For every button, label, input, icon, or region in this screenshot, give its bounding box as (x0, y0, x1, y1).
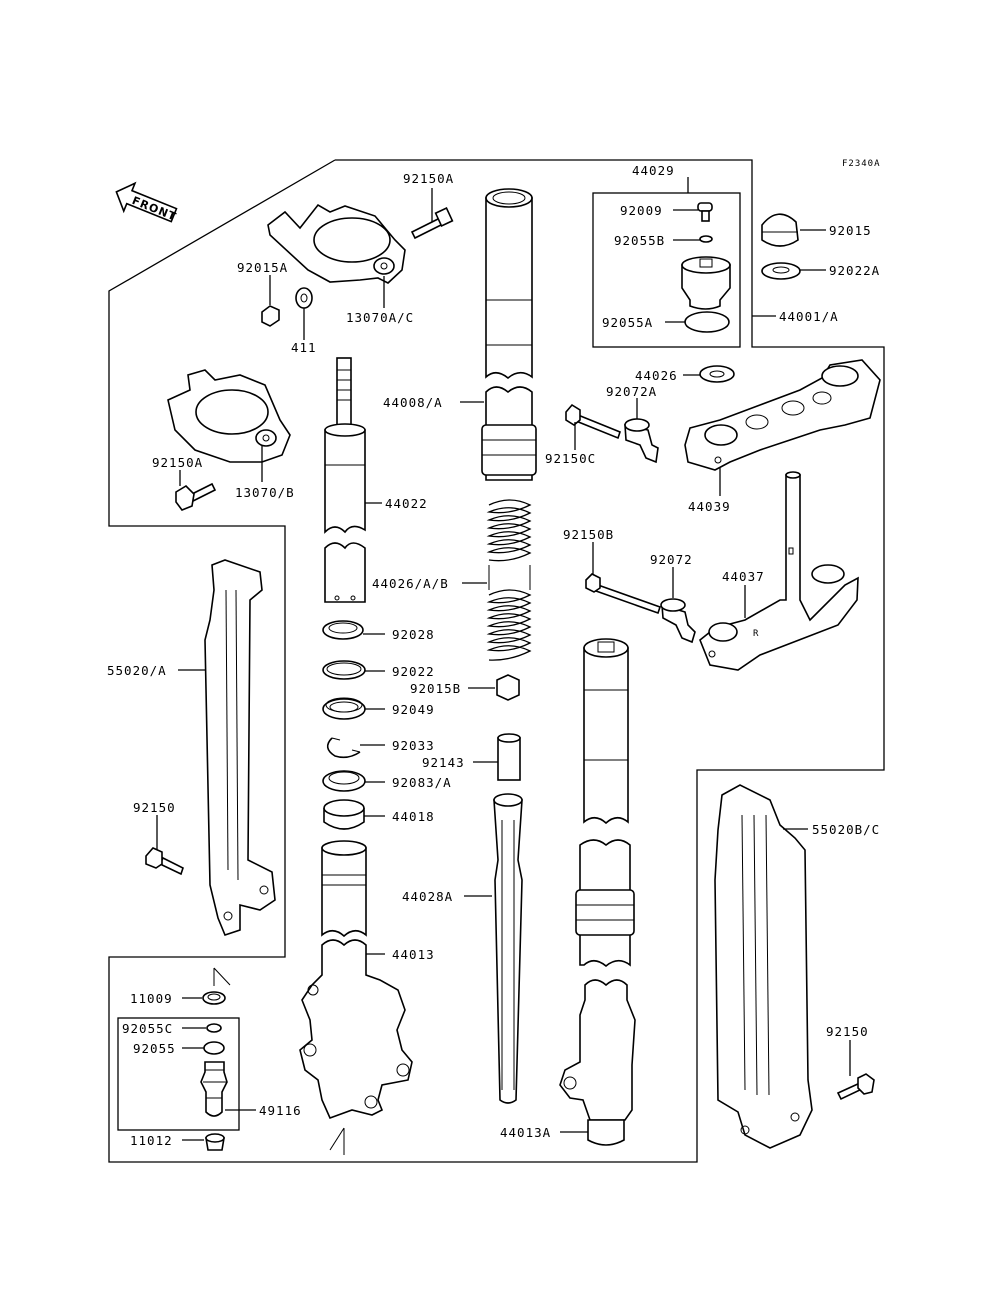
clamp-92072 (660, 598, 696, 644)
front-arrow-icon: FRONT (115, 181, 179, 224)
label-44026: 44026 (635, 368, 678, 383)
cap-nut-92015 (761, 213, 799, 247)
upper-fork-clamp (267, 203, 406, 284)
label-92055A: 92055A (602, 315, 653, 330)
bolt-92150A-top (410, 207, 454, 240)
front-label: FRONT (130, 194, 178, 224)
washer-11009 (202, 967, 231, 1005)
lower-fork-clamp (167, 369, 291, 463)
label-44022: 44022 (385, 496, 428, 511)
damper-cylinder-44028A (493, 793, 523, 1104)
bolt-92150C (565, 403, 621, 440)
washer-92022A (761, 262, 801, 280)
kit-box-49116 (117, 1017, 240, 1131)
label-13070AC: 13070A/C (346, 310, 414, 325)
cap-assembly-44029 (681, 256, 731, 310)
bolt-92150B (585, 573, 662, 615)
inner-tube-44008A (481, 188, 537, 481)
label-92022A: 92022A (829, 263, 880, 278)
damper-rod-44022 (324, 357, 366, 603)
label-13070B: 13070/B (235, 485, 295, 500)
label-92009: 92009 (620, 203, 663, 218)
svg-text:R: R (753, 629, 759, 639)
nut-92015A (261, 305, 280, 327)
label-55020BC: 55020B/C (812, 822, 880, 837)
label-11009: 11009 (130, 991, 173, 1006)
fork-spring-44026 (486, 499, 532, 661)
label-92015B: 92015B (410, 681, 461, 696)
bolt-92150A-left (175, 482, 217, 511)
label-44001A: 44001/A (779, 309, 839, 324)
fork-guard-55020BC (714, 784, 813, 1149)
plug-11012 (205, 1133, 225, 1151)
washer-411 (295, 287, 313, 309)
ring-92028 (322, 620, 364, 640)
bolt-92150-left (145, 847, 184, 876)
label-44028A: 44028A (402, 889, 453, 904)
kit-box-44029 (592, 192, 741, 348)
label-44037: 44037 (722, 569, 765, 584)
steering-stem-44037: R (699, 471, 859, 671)
label-92143: 92143 (422, 755, 465, 770)
label-92072A: 92072A (606, 384, 657, 399)
label-92015: 92015 (829, 223, 872, 238)
oil-seal-92049 (322, 697, 366, 720)
label-44026AB: 44026/A/B (372, 576, 449, 591)
bolt-92009 (697, 202, 713, 222)
figure-code: F2340A (842, 159, 881, 169)
spacer-92143 (497, 733, 521, 781)
right-fork-tube-44013A (559, 638, 636, 1146)
label-44013A: 44013A (500, 1125, 551, 1140)
label-92055: 92055 (133, 1041, 176, 1056)
label-44039: 44039 (688, 499, 731, 514)
label-92083A: 92083/A (392, 775, 452, 790)
label-411: 411 (291, 340, 317, 355)
label-92150-left: 92150 (133, 800, 176, 815)
label-11012: 11012 (130, 1133, 173, 1148)
valve-assembly-49116 (200, 1061, 228, 1117)
o-ring-92055 (203, 1041, 225, 1055)
part-labels: 44029 92009 92055B 92055A 92015 92022A 4… (107, 163, 880, 1148)
bushing-44018 (323, 799, 365, 830)
circlip-92033 (326, 737, 361, 759)
label-44029: 44029 (632, 163, 675, 178)
o-ring-92055B (699, 235, 713, 243)
fork-guard-55020A (204, 559, 276, 936)
label-92015A: 92015A (237, 260, 288, 275)
washer-44026 (699, 365, 735, 383)
bolt-92150-right (836, 1073, 875, 1101)
label-92022: 92022 (392, 664, 435, 679)
assembly-boundary (108, 159, 885, 1163)
label-92055B: 92055B (614, 233, 665, 248)
label-92072: 92072 (650, 552, 693, 567)
label-92150A-left: 92150A (152, 455, 203, 470)
dust-seal-92083A (322, 770, 366, 792)
label-55020A: 55020/A (107, 663, 167, 678)
label-92028: 92028 (392, 627, 435, 642)
label-44018: 44018 (392, 809, 435, 824)
label-44008A: 44008/A (383, 395, 443, 410)
label-92150C: 92150C (545, 451, 596, 466)
clamp-92072A (624, 418, 659, 464)
label-92049: 92049 (392, 702, 435, 717)
ring-92022 (322, 660, 366, 680)
leader-lines (156, 177, 851, 1141)
o-ring-92055C (206, 1023, 222, 1033)
outer-tube-44013 (299, 840, 413, 1155)
label-49116: 49116 (259, 1103, 302, 1118)
label-44013: 44013 (392, 947, 435, 962)
label-92055C: 92055C (122, 1021, 173, 1036)
o-ring-92055A (684, 311, 730, 333)
nut-92015B (496, 674, 520, 701)
label-92150B: 92150B (563, 527, 614, 542)
label-92150A-top: 92150A (403, 171, 454, 186)
top-bracket-44039 (684, 359, 881, 471)
label-92033: 92033 (392, 738, 435, 753)
label-92150-right: 92150 (826, 1024, 869, 1039)
